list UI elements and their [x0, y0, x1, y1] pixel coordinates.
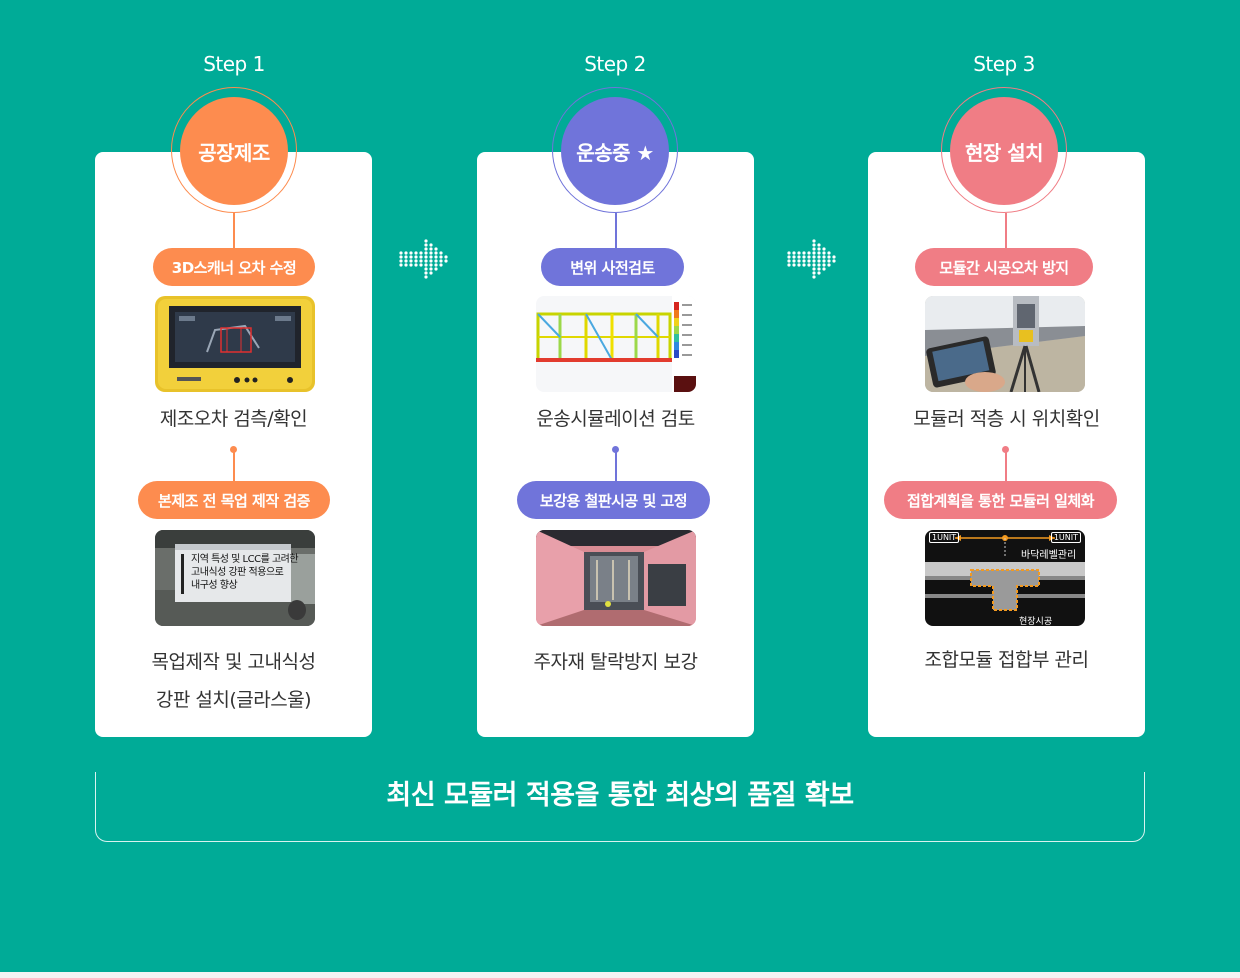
step-1-label: Step 1: [203, 52, 265, 76]
step-1-connector-top: [233, 213, 235, 249]
transport-simulation-image: [536, 296, 696, 392]
joint-unit-right-label: 1UNIT: [1050, 532, 1081, 543]
mockup-module-photo: 지역 특성 및 LCC를 고려한 고내식성 강판 적용으로 내구성 향상: [155, 530, 315, 626]
step-1-caption-2b: 강판 설치(글라스울): [155, 689, 312, 711]
mockup-annotation-line-3: 내구성 향상: [191, 580, 238, 591]
step-2-caption-1: 운송시뮬레이션 검토: [536, 408, 695, 430]
step-1-caption-2a: 목업제작 및 고내식성: [151, 651, 316, 673]
step-2-connector-top: [615, 213, 617, 249]
step-3-connector-top: [1005, 213, 1007, 249]
mockup-annotation-line-1: 지역 특성 및 LCC를 고려한: [191, 554, 299, 565]
step-3-ring: [941, 87, 1067, 213]
footer-bracket: [95, 772, 1145, 842]
step-3-pill-1: 모듈간 시공오차 방지: [915, 248, 1093, 286]
tablet-scanner-photo: [155, 296, 315, 392]
bottom-strip: [0, 972, 1240, 978]
step-2-pill-1: 변위 사전검토: [541, 248, 684, 286]
joint-site-work-label: 현장시공: [1019, 617, 1053, 626]
step-2-caption-2: 주자재 탈락방지 보강: [533, 651, 698, 673]
mockup-annotation-line-2: 고내식성 강판 적용으로: [191, 567, 284, 578]
step-2-dot: [612, 446, 619, 453]
step-3-caption-2: 조합모듈 접합부 관리: [924, 649, 1089, 671]
step-1-pill-2: 본제조 전 목업 제작 검증: [138, 481, 330, 519]
step-1-circle: 공장제조: [180, 97, 288, 205]
step-3-connector-mid: [1005, 452, 1007, 482]
step-3-circle: 현장 설치: [950, 97, 1058, 205]
step-3-label: Step 3: [973, 52, 1035, 76]
step-2-circle: 운송중 ★: [561, 97, 669, 205]
step-3-caption-1: 모듈러 적층 시 위치확인: [913, 408, 1100, 430]
joint-floor-level-label: 바닥레벨관리: [1021, 550, 1077, 561]
footer-summary: 최신 모듈러 적용을 통한 최상의 품질 확보: [386, 780, 854, 811]
step-1-dot: [230, 446, 237, 453]
step-3-pill-2: 접합계획을 통한 모듈러 일체화: [884, 481, 1117, 519]
joint-unit-left-label: 1UNIT: [929, 532, 960, 543]
site-survey-photo: [925, 296, 1085, 392]
step-1-pill-1: 3D스캐너 오차 수정: [153, 248, 315, 286]
step-3-dot: [1002, 446, 1009, 453]
step-1-caption-1: 제조오차 검측/확인: [159, 408, 308, 430]
step-2-pill-2: 보강용 철판시공 및 고정: [517, 481, 710, 519]
steel-reinforcement-photo: [536, 530, 696, 626]
dotted-arrow-right-icon: [787, 239, 836, 279]
step-2-label: Step 2: [584, 52, 646, 76]
step-2-ring: [552, 87, 678, 213]
dotted-arrow-right-icon: [399, 239, 448, 279]
step-2-connector-mid: [615, 452, 617, 482]
joint-detail-diagram: 1UNIT 1UNIT 바닥레벨관리 현장시공: [925, 530, 1085, 626]
step-1-connector-mid: [233, 452, 235, 482]
step-1-ring: [171, 87, 297, 213]
